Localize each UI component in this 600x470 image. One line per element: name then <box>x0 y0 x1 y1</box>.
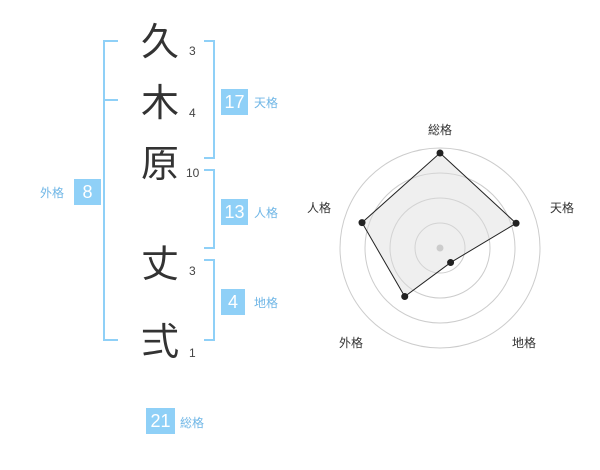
stroke-count-1: 3 <box>189 44 196 58</box>
radar-axis-label-gaikaku: 外格 <box>338 336 363 350</box>
name-char-5: 弍 <box>140 320 179 364</box>
chikaku-value: 4 <box>221 289 245 315</box>
radar-polygon <box>361 152 517 298</box>
radar-center-dot <box>436 244 444 252</box>
radar-point-3 <box>447 259 455 267</box>
radar-point-4 <box>401 293 409 301</box>
name-char-1: 久 <box>140 20 179 64</box>
chikaku-label: 地格 <box>254 296 279 310</box>
stroke-count-5: 1 <box>189 346 196 360</box>
radar-point-5 <box>358 219 366 227</box>
soukaku-label: 総格 <box>180 416 205 430</box>
name-char-2: 木 <box>140 81 179 125</box>
jinkaku-label: 人格 <box>254 206 279 220</box>
radar-axis-label-soukaku: 総格 <box>427 123 452 137</box>
stroke-count-2: 4 <box>189 106 196 120</box>
radar-ring-2 <box>389 197 491 299</box>
radar-point-2 <box>512 219 520 227</box>
tenkaku-label: 天格 <box>254 96 279 110</box>
soukaku-value: 21 <box>146 408 175 434</box>
gaikaku-value: 8 <box>74 179 101 205</box>
radar-chart <box>339 147 541 349</box>
tenkaku-value: 17 <box>221 89 248 115</box>
jinkaku-value: 13 <box>221 199 248 225</box>
radar-axis-label-tenkaku: 天格 <box>549 201 574 215</box>
name-char-3: 原 <box>140 142 179 186</box>
name-char-4: 丈 <box>140 242 179 286</box>
radar-axis-label-chikaku: 地格 <box>511 336 536 350</box>
stroke-count-4: 3 <box>189 264 196 278</box>
radar-point-1 <box>436 149 444 157</box>
stroke-count-3: 10 <box>186 166 200 180</box>
radar-ring-3 <box>364 172 516 324</box>
radar-axis-label-jinkaku: 人格 <box>306 201 331 215</box>
radar-ring-1 <box>414 222 466 274</box>
gaikaku-label: 外格 <box>40 186 65 200</box>
